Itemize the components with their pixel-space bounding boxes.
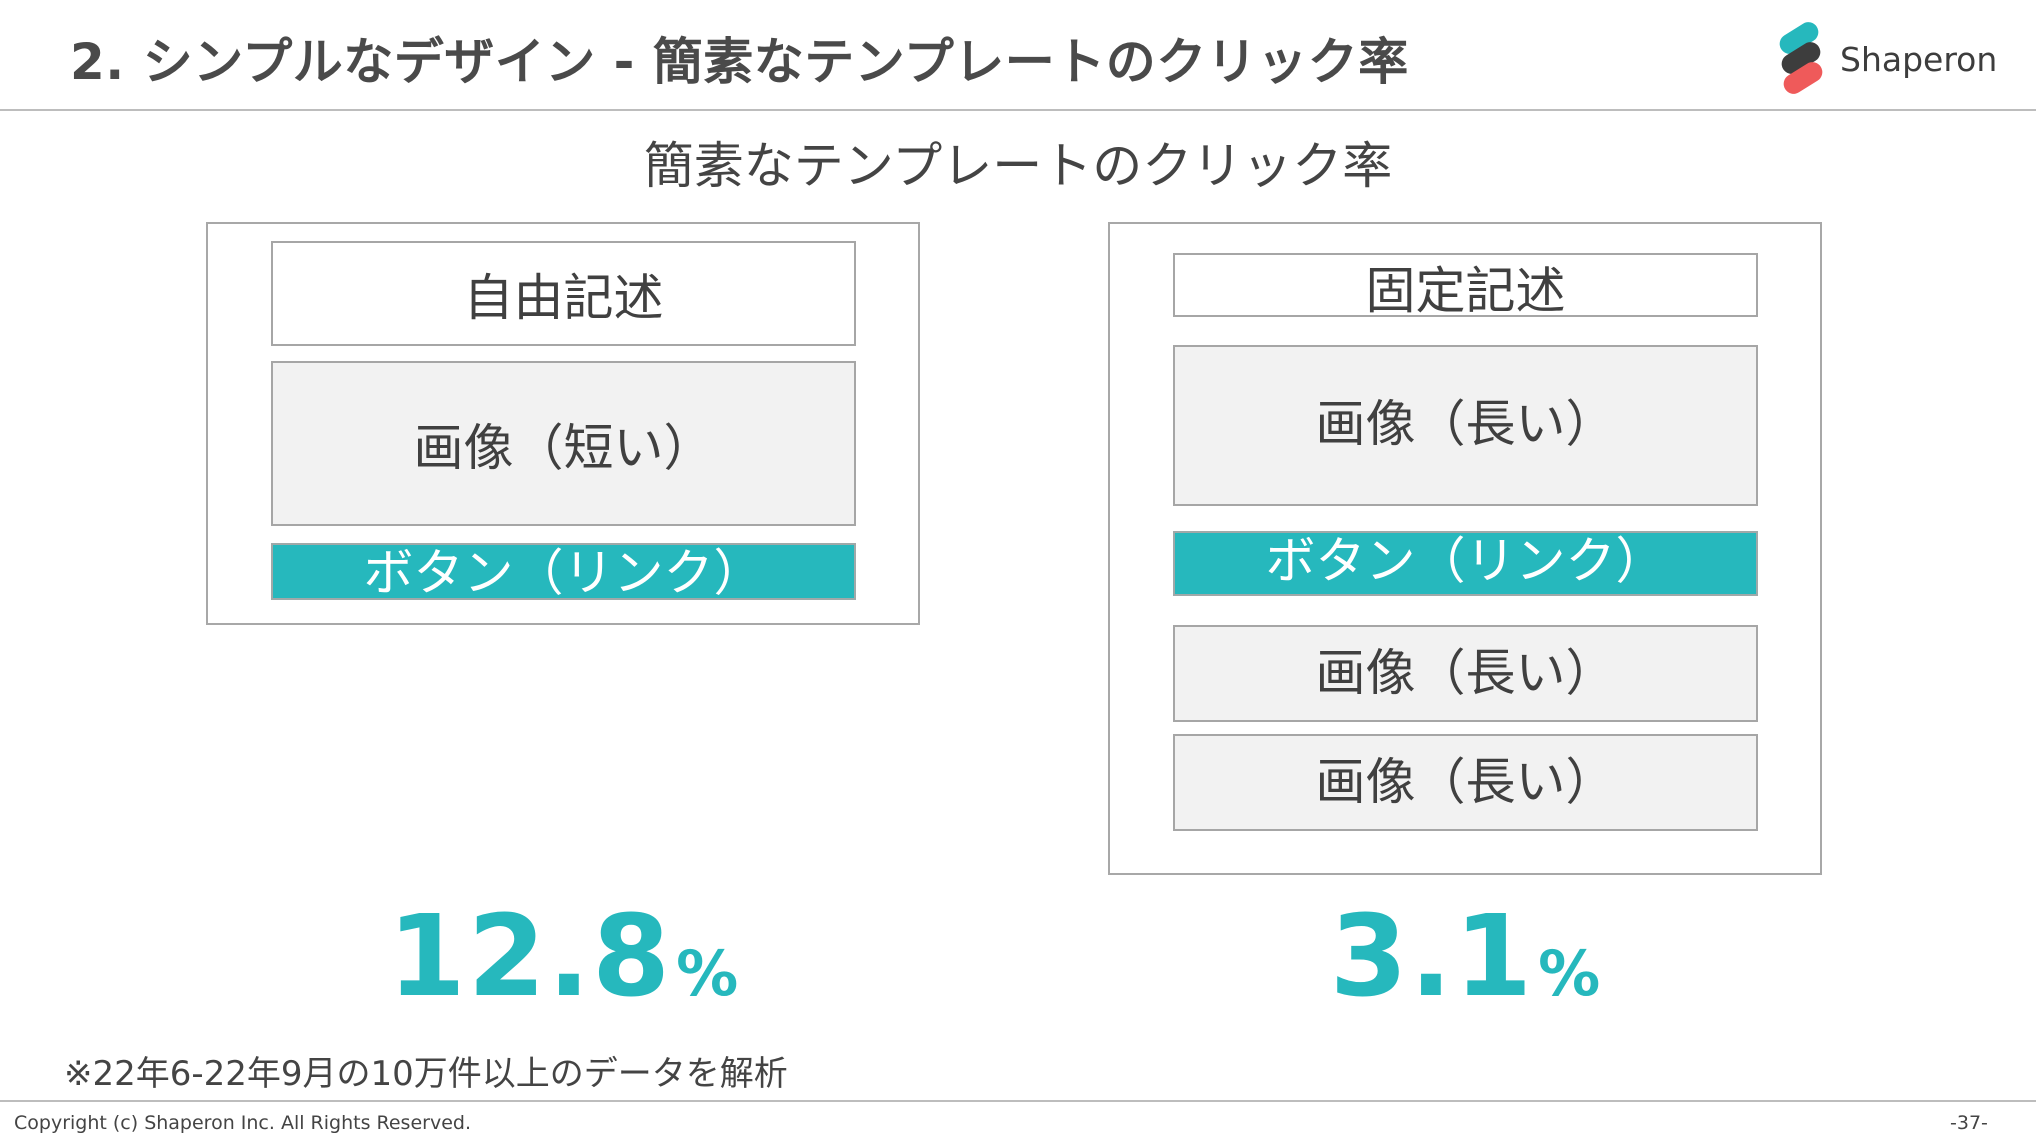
copyright-text: Copyright (c) Shaperon Inc. All Rights R… (14, 1112, 471, 1134)
right-link-button-label: ボタン（リンク） (1265, 532, 1666, 590)
long-image-box-3: 画像（長い） (1173, 734, 1758, 831)
free-text-header-box: 自由記述 (271, 241, 856, 346)
free-text-template-panel: 自由記述 画像（短い） ボタン（リンク） (206, 222, 920, 625)
long-image-box-1: 画像（長い） (1173, 345, 1758, 506)
left-link-button[interactable]: ボタン（リンク） (271, 543, 856, 600)
header-divider (0, 109, 2036, 111)
long-image-label-1: 画像（長い） (1315, 394, 1616, 453)
slide-title: 2. シンプルなデザイン - 簡素なテンプレートのクリック率 (70, 33, 1409, 91)
free-text-header-label: 自由記述 (463, 268, 664, 327)
short-image-label: 画像（短い） (413, 418, 714, 477)
fixed-text-template-panel: 固定記述 画像（長い） ボタン（リンク） 画像（長い） 画像（長い） (1108, 222, 1822, 875)
right-link-button[interactable]: ボタン（リンク） (1173, 531, 1758, 596)
fixed-text-click-rate-value: 3.1 (1329, 892, 1535, 1022)
long-image-label-3: 画像（長い） (1315, 752, 1616, 811)
fixed-text-click-rate: 3.1% (1208, 892, 1722, 1022)
fixed-text-header-label: 固定記述 (1365, 262, 1566, 317)
logo-text: Shaperon (1840, 40, 1998, 79)
fixed-text-click-rate-unit: % (1538, 937, 1601, 1010)
section-subtitle: 簡素なテンプレートのクリック率 (643, 137, 1393, 195)
left-link-button-label: ボタン（リンク） (363, 544, 764, 600)
company-logo: Shaperon (1772, 18, 1997, 94)
data-source-note: ※22年6-22年9月の10万件以上のデータを解析 (64, 1054, 788, 1094)
page-number: -37- (1950, 1112, 1988, 1134)
free-text-click-rate-unit: % (676, 937, 739, 1010)
long-image-label-2: 画像（長い） (1315, 643, 1616, 702)
short-image-box: 画像（短い） (271, 361, 856, 526)
free-text-click-rate: 12.8% (306, 892, 820, 1022)
fixed-text-header-box: 固定記述 (1173, 253, 1758, 317)
free-text-click-rate-value: 12.8 (387, 892, 673, 1022)
shaperon-logo-icon (1779, 22, 1823, 94)
footer-divider (0, 1100, 2036, 1102)
long-image-box-2: 画像（長い） (1173, 625, 1758, 722)
